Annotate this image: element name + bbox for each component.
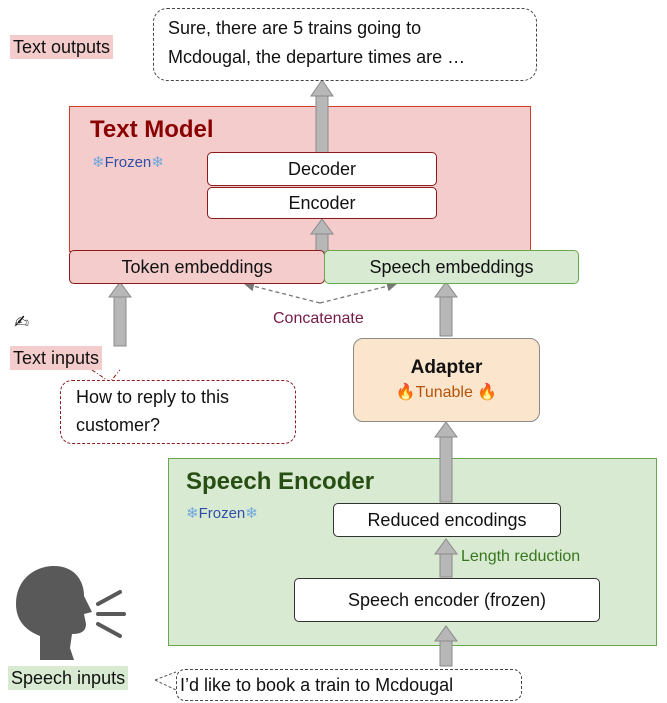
- text-input-bubble: [60, 380, 296, 444]
- snowflake-icon: ❄: [151, 154, 164, 171]
- arrow-to-output: [310, 79, 334, 155]
- fire-icon: 🔥: [395, 384, 416, 401]
- frozen-label: Frozen: [198, 505, 246, 522]
- output-line-2: Mcdougal, the departure times are …: [168, 47, 466, 67]
- speaking-waves-icon: [96, 590, 126, 638]
- frozen-label: Frozen: [104, 154, 152, 171]
- pen-icon: ✍: [14, 312, 30, 333]
- speech-encoder-frozen-tag: ❄Frozen❄: [186, 504, 258, 524]
- speech-inputs-label: Speech inputs: [8, 666, 129, 690]
- tunable-label: Tunable: [415, 384, 473, 401]
- decoder-box: Decoder: [207, 152, 437, 186]
- arrow-encoder-to-adapter: [434, 421, 458, 503]
- token-embeddings-box: Token embeddings: [69, 250, 325, 284]
- speech-embeddings-box: Speech embeddings: [324, 250, 579, 284]
- snowflake-icon: ❄: [186, 505, 199, 522]
- text-inputs-label: Text inputs: [10, 346, 103, 370]
- arrow-encoder-to-decoder: [310, 218, 334, 253]
- text-model-frozen-tag: ❄Frozen❄: [92, 153, 164, 173]
- adapter-tunable-tag: 🔥Tunable 🔥: [354, 382, 539, 402]
- speech-encoder-title: Speech Encoder: [186, 468, 375, 495]
- output-bubble: [153, 8, 537, 81]
- speech-input-text: I’d like to book a train to Mcdougal: [180, 675, 454, 695]
- encoder-box: Encoder: [207, 187, 437, 219]
- arrow-text-input-to-token: [108, 281, 132, 347]
- adapter-box: Adapter 🔥Tunable 🔥: [353, 338, 540, 422]
- concatenate-left-dash: [243, 281, 321, 304]
- speech-bubble-tail: [154, 671, 177, 691]
- reduced-encodings-box: Reduced encodings: [333, 503, 561, 537]
- speech-encoder-frozen-box: Speech encoder (frozen): [294, 578, 600, 622]
- concatenate-right-dash: [319, 281, 398, 304]
- speaker-head-icon: [16, 566, 92, 660]
- concatenate-label: Concatenate: [273, 310, 364, 327]
- text-outputs-label: Text outputs: [10, 35, 114, 59]
- speech-input-bubble: [176, 669, 522, 701]
- snowflake-icon: ❄: [245, 505, 258, 522]
- adapter-title: Adapter: [410, 357, 483, 378]
- output-line-1: Sure, there are 5 trains going to: [168, 18, 422, 38]
- snowflake-icon: ❄: [92, 154, 105, 171]
- fire-icon: 🔥: [477, 384, 498, 401]
- arrow-speech-input-to-encoder: [434, 625, 458, 667]
- text-input-line-2: customer?: [76, 415, 161, 435]
- arrow-length-reduction: [434, 538, 458, 578]
- text-model-title: Text Model: [90, 116, 214, 143]
- arrow-adapter-to-speech-emb: [434, 281, 458, 337]
- length-reduction-label: Length reduction: [461, 548, 581, 565]
- text-input-line-1: How to reply to this: [76, 387, 230, 407]
